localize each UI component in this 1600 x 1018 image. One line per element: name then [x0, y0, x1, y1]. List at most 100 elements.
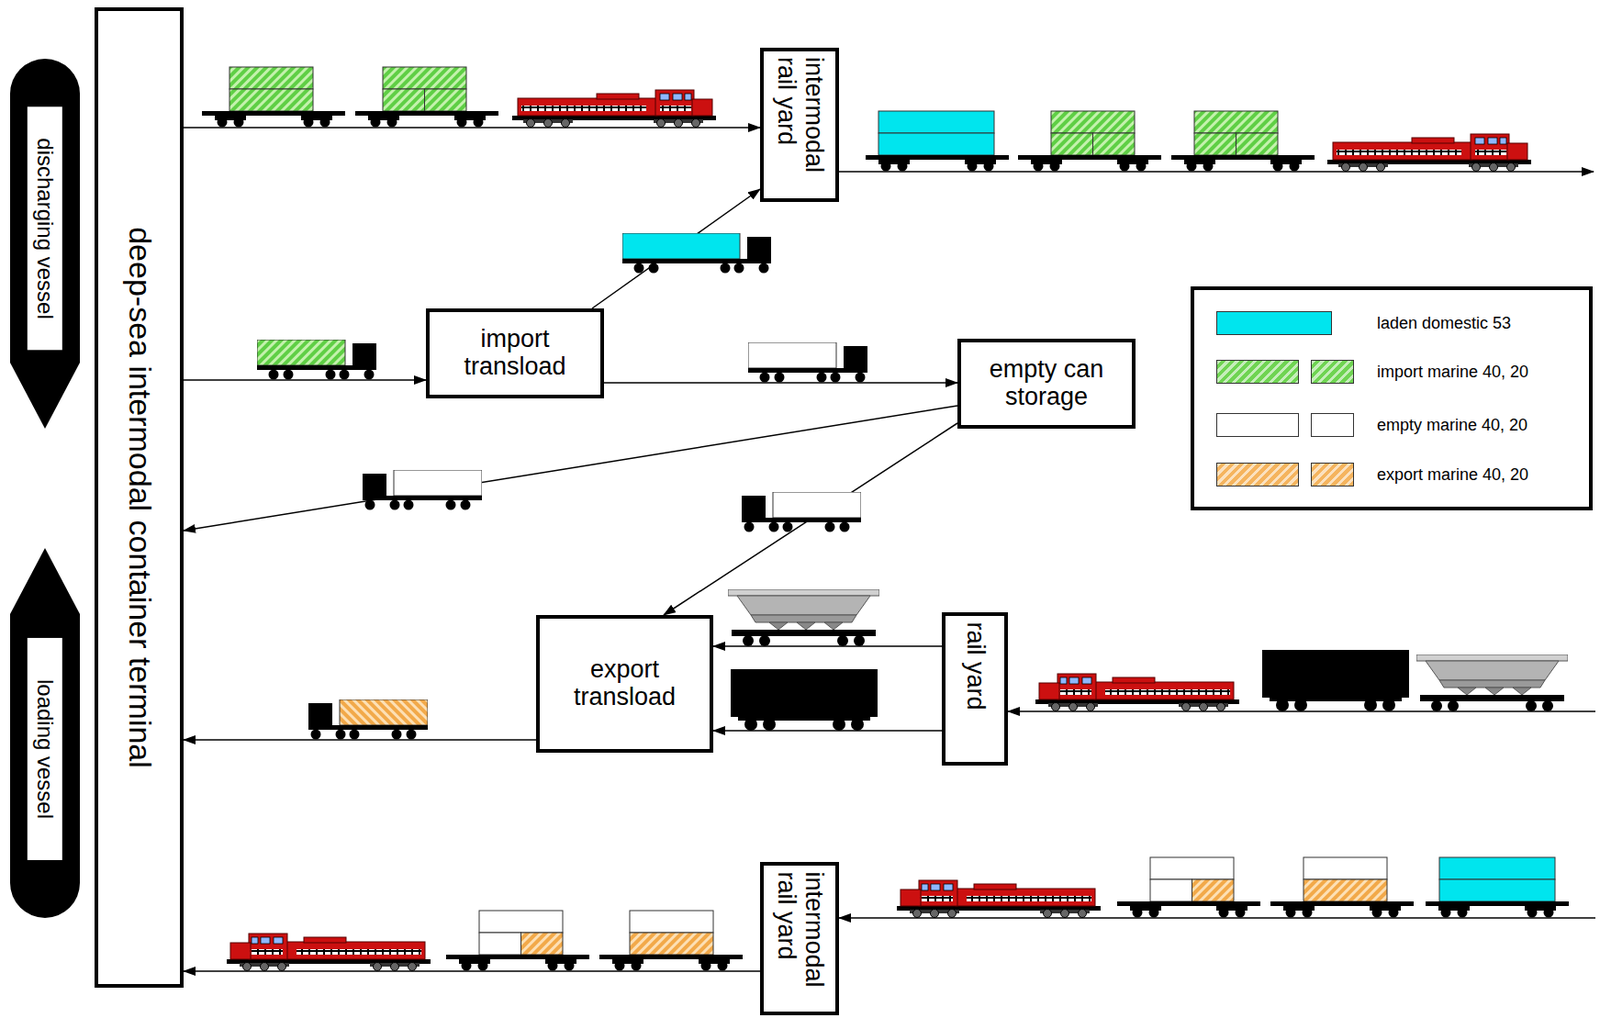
export-train [896, 880, 1101, 918]
legend-swatch [1216, 359, 1299, 384]
export-train [1192, 879, 1235, 902]
storage-box: empty can storage [957, 338, 1136, 429]
export-train [1425, 901, 1569, 918]
transload-box: export transload [536, 615, 714, 753]
export-train [446, 954, 590, 972]
flow-arrow [604, 381, 958, 384]
vessel-arrow: loading vessel [10, 548, 80, 918]
terminal-box: deep-sea intermodal container terminal [94, 7, 184, 988]
export-train [629, 910, 714, 933]
import-train [382, 67, 467, 90]
export-train [479, 910, 563, 933]
export-train [226, 933, 431, 972]
flow-arrow [713, 729, 942, 732]
export-train [521, 932, 564, 955]
flow-arrow [183, 379, 426, 381]
legend-label: import marine 40, 20 [1376, 362, 1529, 382]
arrow-shape [10, 548, 80, 918]
inland-train [1236, 133, 1279, 156]
legend-swatch [1310, 359, 1354, 384]
bulk-cars [730, 669, 878, 731]
inland-train [1327, 134, 1532, 172]
rail-yard-box: intermodal rail yard [760, 47, 840, 202]
node-label: loading vessel [27, 637, 63, 860]
node-label: intermodal rail yard [772, 56, 827, 193]
transload-box: import transload [425, 308, 605, 399]
legend-swatch [1216, 462, 1299, 487]
inland-train [878, 133, 995, 156]
inland-train [865, 111, 1532, 172]
export-train [896, 857, 1569, 918]
legend-row: export marine 40, 20 [1194, 462, 1589, 487]
truck [308, 699, 428, 740]
import-train [229, 89, 314, 112]
legend-label: empty marine 40, 20 [1376, 415, 1528, 436]
import-train [512, 89, 717, 128]
import-train [201, 111, 346, 128]
vessel-arrow: discharging vessel [10, 58, 80, 429]
truck [622, 233, 772, 274]
import-train [355, 111, 499, 128]
node-label: empty can storage [968, 356, 1125, 411]
inland-train [878, 111, 995, 134]
bulk-train [1416, 654, 1568, 712]
inland-train [1018, 155, 1162, 172]
truck [748, 342, 868, 383]
inland-train [1171, 155, 1315, 172]
export-train [1150, 857, 1234, 880]
bulk-cars [727, 589, 880, 731]
export-train [599, 954, 743, 972]
rail-yard-box: intermodal rail yard [760, 861, 840, 1016]
legend-swatch [1216, 311, 1332, 336]
export-train [1303, 879, 1388, 902]
flow-arrow [183, 126, 761, 129]
truck [257, 339, 377, 381]
legend-box: laden domestic 53 import marine 40, 20 emp… [1190, 286, 1593, 511]
export-train [1303, 857, 1388, 880]
track-line [839, 170, 1594, 173]
export-train [1117, 901, 1261, 918]
import-train [229, 67, 314, 90]
legend-label: laden domestic 53 [1376, 313, 1511, 334]
legend-row: empty marine 40, 20 [1194, 413, 1589, 437]
node-label: discharging vessel [27, 106, 63, 350]
legend-swatch [1216, 413, 1299, 437]
legend-row: import marine 40, 20 [1194, 359, 1589, 384]
legend-label: export marine 40, 20 [1376, 465, 1529, 485]
export-train [629, 932, 714, 955]
export-train [1150, 879, 1193, 902]
export-train [1270, 901, 1414, 918]
edge-group [183, 127, 958, 972]
bulk-train [1035, 673, 1240, 712]
node-label: export transload [547, 656, 703, 711]
inland-train [1194, 133, 1237, 156]
legend-row: laden domestic 53 [1194, 311, 1589, 336]
legend-swatch [1310, 462, 1354, 487]
bulk-train [1262, 649, 1410, 712]
truck [362, 469, 482, 511]
node-label: deep-sea intermodal container terminal [122, 226, 157, 769]
inland-train [865, 155, 1009, 172]
import-train [382, 89, 426, 112]
legend-swatch [1310, 413, 1354, 437]
arrow-shape [10, 58, 80, 429]
import-train [201, 67, 717, 128]
node-label: import transload [436, 325, 594, 381]
inland-train [1093, 133, 1136, 156]
rail-yard-box: rail yard [941, 612, 1008, 766]
bulk-cars [727, 589, 880, 647]
inland-train [1051, 133, 1094, 156]
flow-arrow [663, 423, 958, 616]
export-train [1439, 879, 1556, 902]
flow-arrow [183, 738, 537, 741]
flow-arrow [183, 970, 761, 973]
export-train [226, 910, 743, 972]
truck [741, 492, 862, 533]
inland-train [1051, 111, 1135, 134]
node-label: rail yard [961, 621, 989, 757]
node-label: intermodal rail yard [772, 871, 827, 1007]
export-train [479, 932, 522, 955]
bulk-train [1035, 649, 1568, 712]
import-train [425, 89, 468, 112]
